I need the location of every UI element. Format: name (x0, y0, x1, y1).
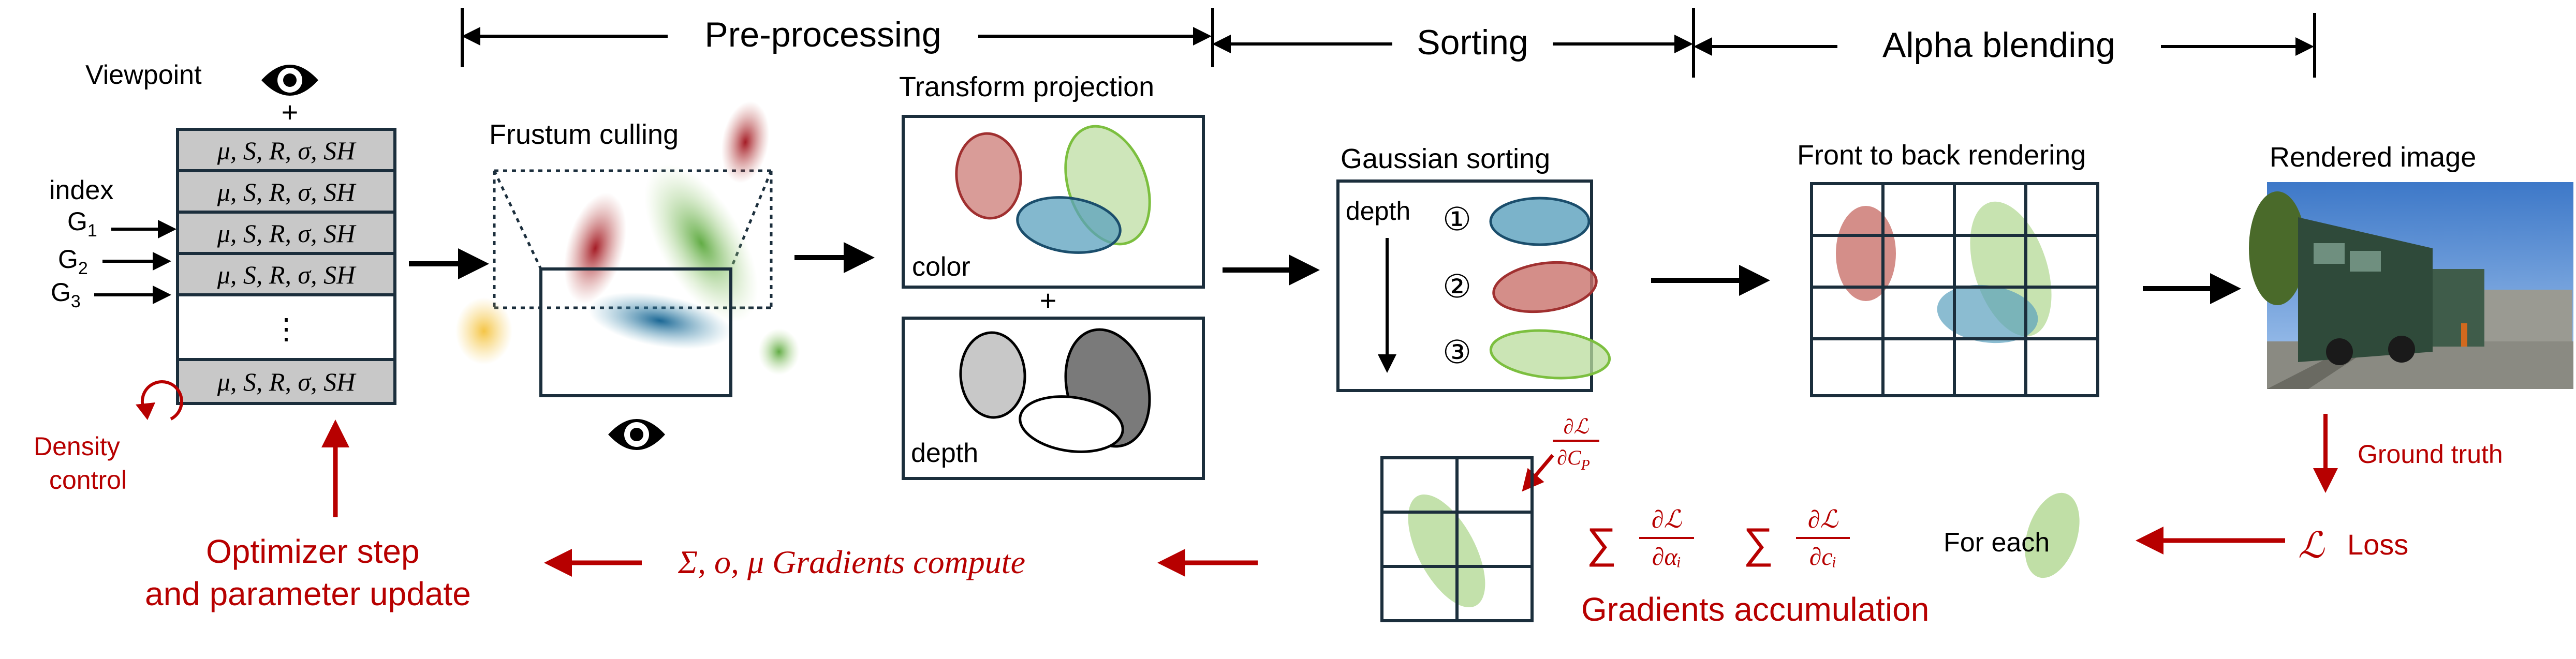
density-control-loop-icon (136, 380, 183, 421)
gradients-compute-label: Σ, o, μ Gradients compute (678, 544, 1025, 580)
svg-text:∂ℒ: ∂ℒ (1808, 506, 1839, 533)
viewpoint-label: Viewpoint (85, 60, 202, 90)
stage-alpha-blending-label: Alpha blending (1882, 25, 2115, 65)
stage-preprocessing-label: Pre-processing (704, 15, 941, 54)
svg-text:∂αᵢ: ∂αᵢ (1652, 543, 1682, 571)
density-control-line1: Density (34, 432, 120, 461)
front-to-back-label: Front to back rendering (1797, 140, 2086, 171)
sorted-gaussian-red (1492, 261, 1598, 313)
eye-icon (261, 65, 318, 96)
sort-order-mark: ② (1442, 269, 1471, 305)
attribute-ellipsis: ⋮ (272, 312, 301, 345)
pixel-gradient-fraction: ∂ℒ ∂CP (1553, 415, 1599, 473)
attribute-row: μ, S, R, σ, SH (217, 260, 357, 289)
pixel-gradient-arrow (1522, 454, 1554, 492)
depth-projection-box (902, 317, 1205, 480)
projection-plus: + (1040, 284, 1057, 317)
attribute-row: μ, S, R, σ, SH (217, 136, 357, 165)
gaussian-attribute-table (176, 128, 396, 405)
render-grid (1810, 182, 2099, 397)
loss-symbol: ℒ (2298, 526, 2325, 566)
stage-sorting-label: Sorting (1417, 23, 1528, 62)
index-g3: G3 (51, 278, 81, 311)
svg-text:∂cᵢ: ∂cᵢ (1809, 543, 1837, 571)
optimizer-step-line1: Optimizer step (206, 533, 420, 570)
index-g1: G1 (67, 207, 97, 241)
index-g2: G2 (58, 245, 88, 278)
svg-text:∑: ∑ (1586, 520, 1616, 567)
rendered-image-label: Rendered image (2270, 142, 2476, 173)
ground-truth-label: Ground truth (2358, 440, 2503, 469)
index-label: index (49, 175, 113, 205)
transform-projection-label: Transform projection (899, 71, 1154, 102)
sorted-gaussian-blue (1489, 197, 1591, 246)
color-projection-box (902, 115, 1205, 289)
for-each-label: For each (1944, 528, 2050, 558)
frustum-illustration (455, 101, 800, 397)
rendered-train-image (2249, 182, 2573, 389)
depth-projection-gaussians (959, 328, 1151, 453)
color-projection-gaussians (955, 125, 1151, 254)
stage-header-bar (461, 8, 2316, 78)
density-control-line2: control (49, 466, 127, 495)
sorted-gaussian-green (1489, 329, 1611, 380)
sort-order-mark: ① (1442, 202, 1471, 237)
optimizer-step-line2: and parameter update (145, 575, 471, 612)
attribute-row: μ, S, R, σ, SH (217, 367, 357, 396)
frustum-culling-label: Frustum culling (489, 119, 679, 150)
attribute-row: μ, S, R, σ, SH (217, 219, 357, 248)
depth-label: depth (911, 438, 978, 468)
gradients-accumulation-label: Gradients accumulation (1581, 591, 1929, 628)
sum-dl-dalpha: ∑ ∂ℒ ∂αᵢ (1586, 506, 1694, 571)
loss-label: Loss (2347, 528, 2408, 561)
svg-text:∂CP: ∂CP (1557, 446, 1590, 473)
svg-text:∂ℒ: ∂ℒ (1564, 415, 1589, 438)
svg-text:∑: ∑ (1743, 520, 1773, 567)
eye-icon (608, 419, 665, 450)
sorting-depth-label: depth (1346, 197, 1410, 226)
attribute-row: μ, S, R, σ, SH (217, 177, 357, 206)
svg-text:∂ℒ: ∂ℒ (1652, 506, 1683, 533)
color-label: color (912, 252, 970, 282)
for-each-gaussian (2025, 492, 2080, 578)
viewpoint-plus: + (282, 96, 299, 128)
sort-order-mark: ③ (1442, 335, 1471, 370)
sum-dl-dc: ∑ ∂ℒ ∂cᵢ (1743, 506, 1850, 571)
gaussian-sorting-label: Gaussian sorting (1341, 143, 1550, 174)
accumulation-grid (1380, 456, 1534, 622)
